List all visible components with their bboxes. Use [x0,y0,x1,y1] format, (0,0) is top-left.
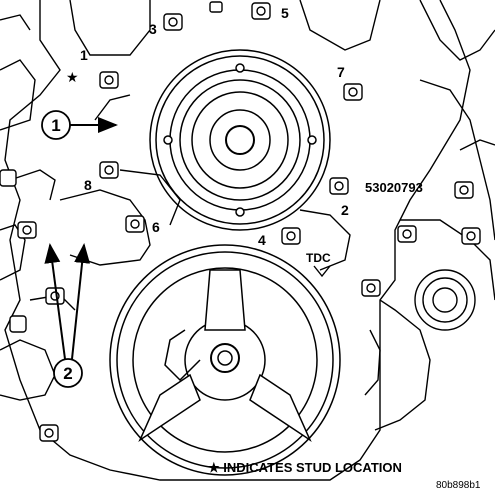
bolt-7 [343,83,363,101]
ref-callout-2: 2 [63,364,72,383]
figure-code: 80b898b1 [436,480,481,491]
bolt-left-side [9,315,27,333]
tdc-pointer [313,265,331,278]
bolt-left-mid [17,221,37,239]
bolt-3 [163,13,183,31]
crankshaft-damper [109,244,341,476]
bolt-right-c [454,181,474,199]
bolt-left-bottom [39,424,59,442]
ref-callout-2-group: 2 [44,243,91,388]
callout-5: 5 [281,5,289,21]
bolt-right-a [361,279,381,297]
ref-callout-2-arrow-a [44,243,66,360]
callout-4: 4 [258,232,266,248]
ref-callout-1-group: 1 [41,110,118,140]
bolt-1 [99,71,119,89]
tdc-group: TDC [306,251,331,278]
callout-8: 8 [84,177,92,193]
callout-7: 7 [337,64,345,80]
callout-2: 2 [341,202,349,218]
ref-callout-2-circle [53,358,83,388]
bolt-5 [251,2,271,20]
part-number: 53020793 [365,180,423,195]
water-pump-pulley [149,49,331,231]
bolt-top-small [209,1,223,13]
ref-callout-2-arrow-b [71,243,91,360]
callout-labels: 1 2 3 4 5 6 7 8 [80,5,349,248]
bolt-4 [281,227,301,245]
bolt-8 [99,161,119,179]
callout-6: 6 [152,219,160,235]
star-marker: ★ [66,69,79,85]
stud-legend: ★ INDICATES STUD LOCATION [208,460,402,475]
bolt-left-upper [0,169,17,187]
ref-callout-1: 1 [51,116,60,135]
bolt-right-d [461,227,481,245]
callout-1: 1 [80,47,88,63]
bolt-6 [125,215,145,233]
callout-3: 3 [149,21,157,37]
oil-filter-adapter [414,269,476,331]
tdc-label: TDC [306,251,331,265]
bolt-2 [329,177,349,195]
bolt-right-b [397,225,417,243]
bolt-heads [0,1,481,442]
